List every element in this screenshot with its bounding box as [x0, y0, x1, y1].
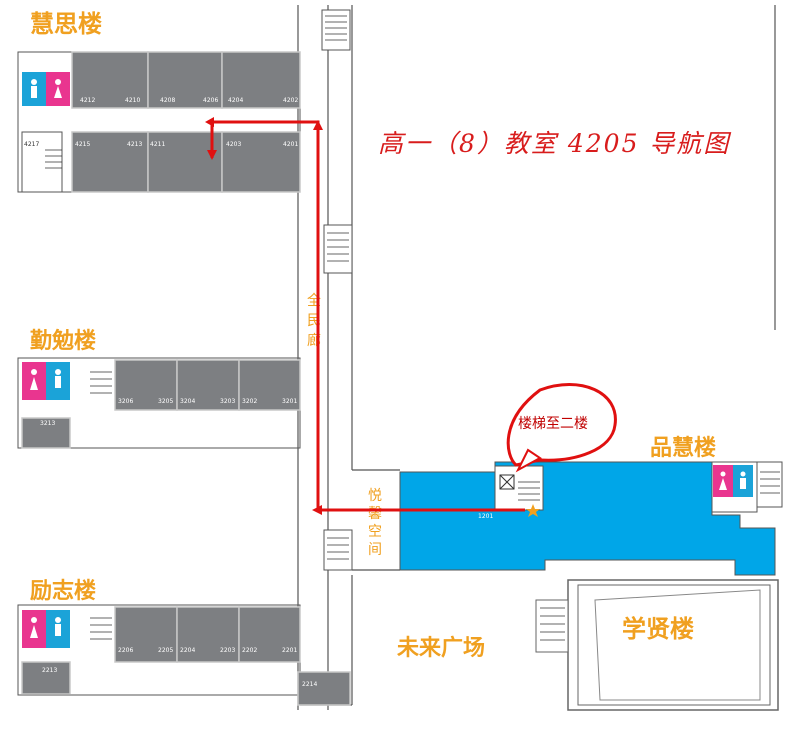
room-4217: 4217 — [24, 141, 39, 148]
navigation-route — [205, 117, 525, 515]
room-4215: 4215 — [75, 141, 90, 148]
room-4206: 4206 — [203, 97, 218, 104]
room-2203: 2203 — [220, 647, 235, 654]
room-2204: 2204 — [180, 647, 195, 654]
room-4211: 4211 — [150, 141, 165, 148]
plaza-label: 未来广场 — [397, 635, 485, 661]
room-4203: 4203 — [226, 141, 241, 148]
room-3201: 3201 — [282, 398, 297, 405]
room-3204: 3204 — [180, 398, 195, 405]
building-lizhi: 2206 2205 2204 2203 2202 2201 2213 2214 — [17, 604, 351, 706]
room-3203: 3203 — [220, 398, 235, 405]
corridor-stairs-low — [323, 529, 353, 571]
building-huisi: 4212 4210 4208 4206 4204 4202 4217 4215 … — [17, 51, 301, 193]
building-label-xuexian: 学贤楼 — [622, 615, 694, 643]
room-4202: 4202 — [283, 97, 298, 104]
room-4201: 4201 — [283, 141, 298, 148]
room-2202: 2202 — [242, 647, 257, 654]
room-4204: 4204 — [228, 97, 243, 104]
stairs-callout: 楼梯至二楼 — [506, 383, 617, 473]
svg-text:空: 空 — [368, 524, 382, 540]
room-2213: 2213 — [42, 667, 57, 674]
corridor-stairs-mid — [323, 224, 353, 274]
room-2201: 2201 — [282, 647, 297, 654]
building-label-qinmian: 勤勉楼 — [30, 328, 96, 354]
star-marker-icon — [526, 504, 540, 517]
corridor-label-yuexin: 悦 馨 空 间 — [368, 488, 382, 558]
room-3213: 3213 — [40, 420, 55, 427]
building-label-pinhui: 品慧楼 — [650, 436, 716, 461]
svg-text:楼梯至二楼: 楼梯至二楼 — [518, 416, 588, 432]
room-3202: 3202 — [242, 398, 257, 405]
room-3205: 3205 — [158, 398, 173, 405]
room-4213: 4213 — [127, 141, 142, 148]
building-xuexian — [535, 579, 779, 711]
room-2206: 2206 — [118, 647, 133, 654]
room-2205: 2205 — [158, 647, 173, 654]
room-3206: 3206 — [118, 398, 133, 405]
map-title: 高一（8）教室 4205 导航图 — [378, 129, 731, 158]
room-4208: 4208 — [160, 97, 175, 104]
room-1201: 1201 — [478, 513, 493, 520]
svg-text:馨: 馨 — [368, 506, 382, 522]
building-qinmian: 3206 3205 3204 3203 3202 3201 3213 — [17, 357, 301, 449]
room-4212: 4212 — [80, 97, 95, 104]
svg-text:悦: 悦 — [368, 488, 382, 504]
corridor-stairs-top — [321, 9, 351, 51]
building-label-huisi: 慧思楼 — [30, 10, 102, 38]
building-pinhui: 1201 — [399, 461, 783, 576]
building-label-lizhi: 励志楼 — [30, 579, 96, 604]
room-4210: 4210 — [125, 97, 140, 104]
svg-text:间: 间 — [368, 542, 382, 558]
room-2214: 2214 — [302, 681, 317, 688]
